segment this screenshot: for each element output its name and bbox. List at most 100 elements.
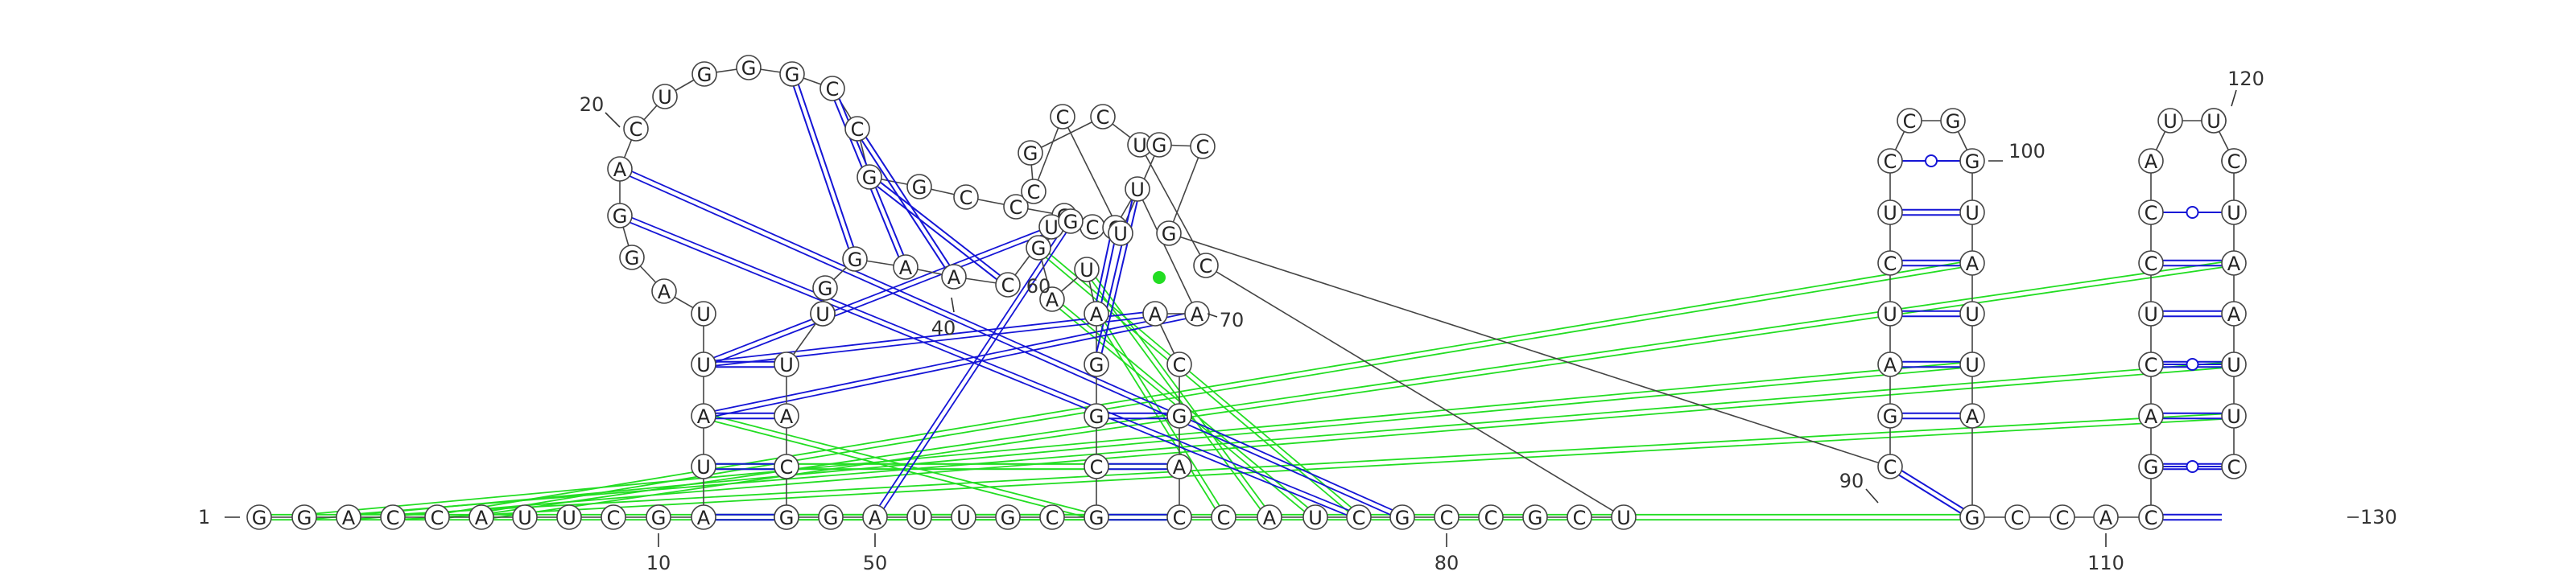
nucleotide-circle bbox=[1166, 504, 1192, 530]
nucleotide-circle bbox=[2093, 504, 2119, 530]
nucleotide-circle bbox=[1877, 250, 1903, 276]
nucleotide-90: G bbox=[1877, 403, 1903, 429]
nucleotide-letter: A bbox=[869, 507, 882, 529]
nucleotide-circle bbox=[646, 504, 671, 530]
nucleotide-letter: U bbox=[562, 507, 576, 529]
nucleotide-circle bbox=[2221, 403, 2247, 429]
nucleotide-6: A bbox=[469, 504, 494, 530]
nucleotide-circle bbox=[893, 254, 919, 280]
nucleotide-circle bbox=[2050, 504, 2075, 530]
nucleotide-letter: C bbox=[1199, 255, 1213, 278]
nucleotide-111: C bbox=[2138, 352, 2164, 377]
base-pair-line bbox=[1100, 240, 1116, 303]
tertiary-interaction-line bbox=[303, 360, 1972, 516]
nucleotide-circle bbox=[1021, 179, 1046, 204]
nucleotide-letter: A bbox=[1090, 303, 1104, 326]
nucleotide-letter: U bbox=[1965, 354, 1979, 376]
long-range-pair-line bbox=[620, 166, 1404, 516]
backbone-segment bbox=[1030, 116, 1104, 154]
nucleotide-circle bbox=[1142, 301, 1168, 327]
nucleotide-letter: C bbox=[1903, 110, 1917, 133]
nucleotide-letter: G bbox=[625, 247, 640, 269]
nucleotide-98: G bbox=[1959, 148, 1985, 174]
nucleotide-circle bbox=[1959, 504, 1985, 530]
long-range-pair-line bbox=[872, 219, 1070, 516]
nucleotide-29: C bbox=[953, 184, 979, 210]
long-range-pair-line bbox=[704, 223, 1072, 368]
tertiary-interaction-line bbox=[481, 259, 2234, 516]
nucleotide-letter: C bbox=[2145, 507, 2158, 529]
nucleotide-circle bbox=[623, 116, 649, 142]
nucleotide-circle bbox=[774, 403, 799, 429]
nucleotide-circle bbox=[953, 184, 979, 210]
nucleotide-letter: U bbox=[1133, 134, 1147, 157]
backbone-segment bbox=[1168, 232, 1891, 467]
nucleotide-67: A bbox=[1166, 454, 1192, 479]
nucleotide-125: U bbox=[2221, 403, 2247, 429]
nucleotide-letter: A bbox=[1966, 253, 1979, 275]
nucleotide-100: A bbox=[1959, 250, 1985, 276]
nucleotide-circle bbox=[691, 61, 717, 87]
nucleotide-letter: A bbox=[1173, 456, 1187, 479]
nucleotide-22: G bbox=[691, 61, 717, 87]
nucleotide-104: G bbox=[1959, 504, 1985, 530]
nucleotide-97: G bbox=[1940, 108, 1966, 134]
nucleotide-letter: U bbox=[815, 303, 830, 326]
nucleotide-circle bbox=[844, 116, 870, 142]
nucleotide-circle bbox=[2138, 352, 2164, 377]
nucleotide-circle bbox=[1877, 403, 1903, 429]
nucleotide-19: A bbox=[607, 156, 633, 182]
nucleotide-83: C bbox=[1021, 179, 1046, 204]
nucleotide-37: G bbox=[842, 246, 868, 272]
nucleotide-circle bbox=[2221, 301, 2247, 327]
base-pair-line bbox=[792, 85, 850, 249]
nucleotide-circle bbox=[1084, 504, 1109, 530]
nucleotide-circle bbox=[1146, 132, 1172, 158]
nucleotide-circle bbox=[1897, 108, 1922, 134]
index-label-60: 60 bbox=[1026, 275, 1051, 298]
base-pair-line bbox=[1898, 474, 1962, 514]
nucleotide-letter: U bbox=[2227, 202, 2241, 224]
nucleotide-letter: C bbox=[2145, 354, 2158, 376]
nucleotide-81: C bbox=[1090, 104, 1116, 130]
nucleotide-circle bbox=[1039, 286, 1065, 312]
nucleotide-circle bbox=[736, 55, 762, 80]
nucleotide-45: G bbox=[774, 504, 799, 530]
nucleotide-circle bbox=[1193, 253, 1219, 278]
nucleotide-89: C bbox=[1877, 454, 1903, 479]
nucleotide-letter: A bbox=[2227, 303, 2241, 326]
nucleotide-113: C bbox=[2138, 250, 2164, 276]
nucleotide-letter: C bbox=[630, 118, 643, 141]
nucleotide-58: A bbox=[1039, 286, 1065, 312]
tertiary-interaction-line bbox=[393, 417, 2235, 521]
nucleotide-20: C bbox=[623, 116, 649, 142]
nucleotide-circle bbox=[380, 504, 406, 530]
nucleotide-circle bbox=[906, 504, 932, 530]
nucleotide-87: C bbox=[1190, 134, 1216, 159]
nucleotide-10: G bbox=[646, 504, 671, 530]
nucleotide-circle bbox=[906, 174, 932, 199]
nucleotide-circle bbox=[951, 504, 976, 530]
nucleotide-circle bbox=[2201, 108, 2227, 134]
nucleotide-letter: G bbox=[297, 507, 312, 529]
nucleotide-layer: GGACCAUUCGAUAUUAGGACUGGGCCGGCCGCUCAAGGCU… bbox=[246, 55, 2247, 530]
nucleotide-circle bbox=[1211, 504, 1236, 530]
nucleotide-26: C bbox=[844, 116, 870, 142]
nucleotide-13: A bbox=[691, 403, 716, 429]
nucleotide-circle bbox=[469, 504, 494, 530]
long-range-pair-line bbox=[703, 310, 1197, 414]
nucleotide-letter: G bbox=[848, 249, 863, 271]
nucleotide-letter: C bbox=[1046, 507, 1059, 529]
nucleotide-101: U bbox=[1959, 301, 1985, 327]
nucleotide-105: C bbox=[2004, 504, 2030, 530]
nucleotide-65: C bbox=[1166, 352, 1192, 377]
nucleotide-121: U bbox=[2221, 199, 2247, 225]
nucleotide-circle bbox=[1058, 208, 1084, 234]
index-label-50: 50 bbox=[863, 552, 888, 574]
nucleotide-circle bbox=[1877, 199, 1903, 225]
nucleotide-23: G bbox=[736, 55, 762, 80]
nucleotide-letter: A bbox=[2227, 253, 2241, 275]
nucleotide-letter: G bbox=[1031, 237, 1046, 260]
nucleotide-49: U bbox=[951, 504, 976, 530]
tertiary-interaction-layer bbox=[259, 245, 2235, 521]
